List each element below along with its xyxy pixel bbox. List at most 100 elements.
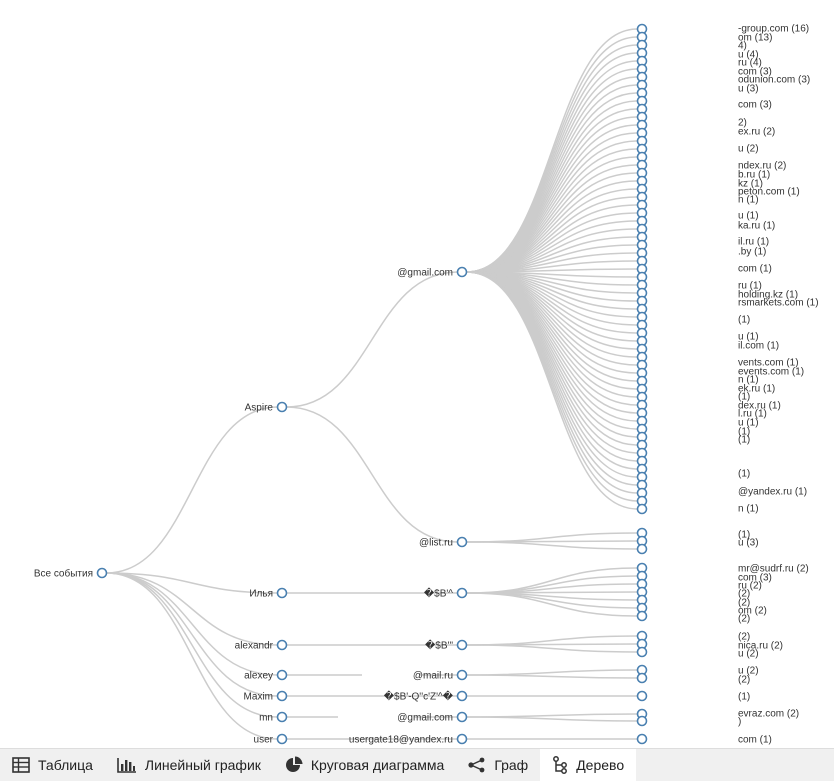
tree-node-leaf[interactable] xyxy=(636,610,648,622)
leaf-label: u (3) xyxy=(738,84,759,95)
level2-label: �$B'-Q''c'Z'^� xyxy=(384,690,454,703)
tab-label: Таблица xyxy=(38,757,93,773)
leaf-label: ndex.ru (2) xyxy=(738,161,786,172)
leaf-label: com (3) xyxy=(738,100,772,111)
leaf-label: ek.ru (1) xyxy=(738,384,775,395)
tree-node-level1[interactable] xyxy=(276,401,288,413)
level2-label: �$B'" xyxy=(425,639,453,652)
tree-link xyxy=(466,108,638,273)
leaf-label: @yandex.ru (1) xyxy=(738,487,807,498)
tree-node-root[interactable] xyxy=(96,567,108,579)
leaf-label: b.ru (1) xyxy=(738,170,770,181)
tree-node-leaf[interactable] xyxy=(636,503,648,515)
tree-node-level2[interactable] xyxy=(456,690,468,702)
tab-tree[interactable]: Дерево xyxy=(540,749,637,781)
tab-pie-chart[interactable]: Круговая диаграмма xyxy=(273,749,456,781)
tree-link xyxy=(466,92,638,273)
tree-node-level2[interactable] xyxy=(456,733,468,745)
leaf-label: vents.com (1) xyxy=(738,358,799,369)
tab-bar: Таблица Линейный график Круговая диаграм… xyxy=(0,748,834,781)
leaf-label: dex.ru (1) xyxy=(738,401,781,412)
leaf-label: 4) xyxy=(738,41,747,52)
tab-line-chart[interactable]: Линейный график xyxy=(105,749,273,781)
leaf-label: 2) xyxy=(738,118,747,129)
tree-node-level2[interactable] xyxy=(456,536,468,548)
leaf-label: (1) xyxy=(738,530,750,541)
tree-node-level1[interactable] xyxy=(276,711,288,723)
pie-chart-icon xyxy=(285,756,303,774)
level1-label: Maxim xyxy=(244,692,273,703)
tree-node-level2[interactable] xyxy=(456,266,468,278)
leaf-label: -group.com (16) xyxy=(738,24,809,35)
leaf-label: u (1) xyxy=(738,211,759,222)
level2-label: @mail.ru xyxy=(413,671,453,682)
leaf-label: (1) xyxy=(738,392,750,403)
leaf-label: u (1) xyxy=(738,418,759,429)
level2-label: @list.ru xyxy=(419,538,453,549)
root-label: Все события xyxy=(34,568,93,580)
level1-label: Aspire xyxy=(245,403,274,414)
tree-node-level1[interactable] xyxy=(276,690,288,702)
table-icon xyxy=(12,757,30,773)
tree-node-leaf[interactable] xyxy=(636,715,648,727)
tree-node-leaf[interactable] xyxy=(636,733,648,745)
leaf-label: u (3) xyxy=(738,538,759,549)
tree-link xyxy=(106,406,278,574)
tree-node-level2[interactable] xyxy=(456,587,468,599)
leaf-label: com (1) xyxy=(738,264,772,275)
tab-graph[interactable]: Граф xyxy=(456,749,540,781)
leaf-label: com (1) xyxy=(738,735,772,746)
tree-node-leaf[interactable] xyxy=(636,672,648,684)
tree-link xyxy=(466,271,638,494)
tab-table[interactable]: Таблица xyxy=(0,749,105,781)
tree-node-level1[interactable] xyxy=(276,733,288,745)
level2-label: @gmail.com xyxy=(397,713,453,724)
tree-node-level2[interactable] xyxy=(456,639,468,651)
tree-link xyxy=(106,572,278,646)
leaf-label: (2) xyxy=(738,675,750,686)
tree-link xyxy=(466,116,638,273)
tree-node-level2[interactable] xyxy=(456,711,468,723)
tab-label: Дерево xyxy=(576,757,625,773)
tree-node-leaf[interactable] xyxy=(636,646,648,658)
tree-link xyxy=(466,271,638,510)
level2-label: @gmail.com xyxy=(397,268,453,279)
tree-link xyxy=(466,716,638,722)
leaf-label: .by (1) xyxy=(738,247,766,258)
tree-node-level1[interactable] xyxy=(276,639,288,651)
tab-label: Круговая диаграмма xyxy=(310,757,445,773)
leaf-label: u (4) xyxy=(738,50,759,61)
leaf-label: com (3) xyxy=(738,67,772,78)
leaf-label: nica.ru (2) xyxy=(738,641,783,652)
tree-node-leaf[interactable] xyxy=(636,543,648,555)
tree-node-level1[interactable] xyxy=(276,587,288,599)
bar-chart-icon xyxy=(117,757,137,773)
leaf-label: evraz.com (2) xyxy=(738,709,799,720)
leaf-label: (1) xyxy=(738,435,750,446)
tree-link xyxy=(466,592,638,609)
leaf-label: u (2) xyxy=(738,144,759,155)
level1-label: user xyxy=(254,735,274,746)
tree-node-leaf[interactable] xyxy=(636,690,648,702)
tree-link xyxy=(466,84,638,273)
tree-labels: Все событияAspireИльяalexandralexeyMaxim… xyxy=(34,24,819,746)
tree-icon xyxy=(552,756,568,774)
leaf-label: odunion.com (3) xyxy=(738,75,810,86)
level2-label: �$B'^ xyxy=(424,587,453,600)
leaf-label: om (2) xyxy=(738,606,767,617)
tree-link xyxy=(466,271,638,382)
tree-diagram: Все событияAspireИльяalexandralexeyMaxim… xyxy=(34,24,819,746)
tree-node-level2[interactable] xyxy=(456,669,468,681)
leaf-label: (2) xyxy=(738,598,750,609)
leaf-label: n (1) xyxy=(738,375,759,386)
tree-link xyxy=(466,674,638,679)
tree-link xyxy=(466,541,638,550)
leaf-label: ex.ru (2) xyxy=(738,127,775,138)
leaf-label: l.ru (1) xyxy=(738,409,767,420)
leaf-label: ) xyxy=(738,717,741,728)
leaf-label: (2) xyxy=(738,632,750,643)
tree-link xyxy=(106,572,278,594)
tree-node-level1[interactable] xyxy=(276,669,288,681)
redaction-mask xyxy=(362,668,420,682)
